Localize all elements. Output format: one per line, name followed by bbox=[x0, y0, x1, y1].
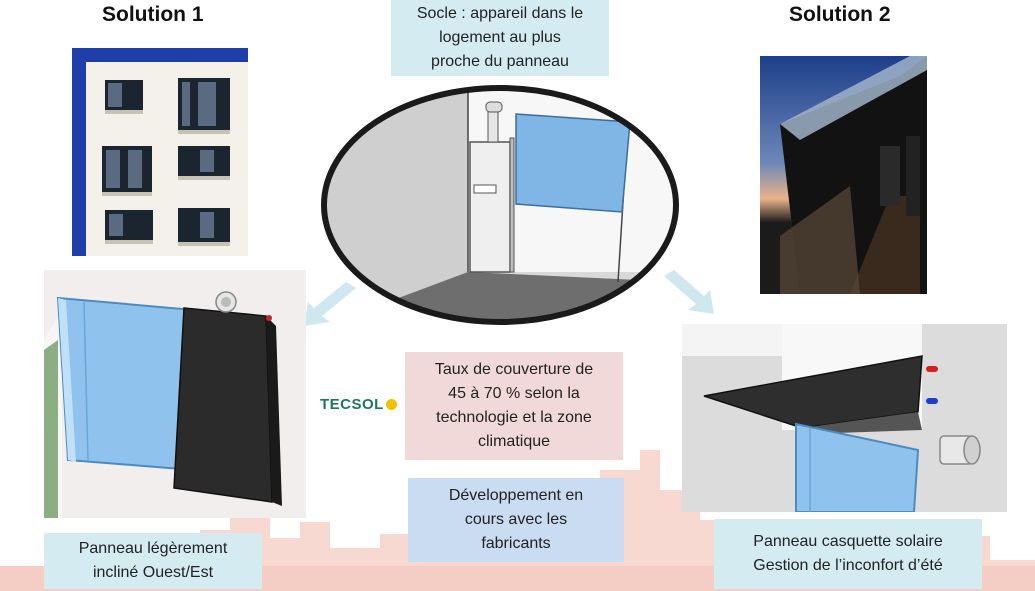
sun-icon bbox=[385, 399, 397, 410]
coverage-label: Taux de couverture de 45 à 70 % selon la… bbox=[405, 352, 623, 460]
coverage-label-line2: 45 à 70 % selon la bbox=[448, 385, 580, 402]
development-label-line3: fabricants bbox=[481, 535, 551, 552]
solution2-caption-line2: Gestion de l’inconfort d’été bbox=[753, 557, 943, 574]
solution2-caption: Panneau casquette solaire Gestion de l’i… bbox=[714, 519, 982, 589]
solution1-caption-line1: Panneau légèrement bbox=[78, 540, 228, 557]
solution2-title: Solution 2 bbox=[789, 3, 891, 26]
socle-oval-illustration bbox=[318, 82, 682, 328]
canopy-photo bbox=[760, 56, 927, 294]
tecsol-logo: TECSOL bbox=[320, 396, 397, 413]
solution1-title: Solution 1 bbox=[102, 3, 204, 26]
coverage-label-line3: technologie et la zone bbox=[436, 409, 592, 426]
socle-label-line1: Socle : appareil dans le bbox=[416, 5, 584, 22]
development-label-line1: Développement en bbox=[448, 487, 584, 504]
arrow-left-icon bbox=[304, 282, 356, 326]
tecsol-logo-text: TECSOL bbox=[320, 396, 384, 413]
building-facade-photo bbox=[72, 48, 248, 256]
development-label-line2: cours avec les bbox=[464, 511, 568, 528]
tilted-panel-rendering bbox=[44, 270, 306, 518]
socle-label-line2: logement au plus bbox=[439, 29, 561, 46]
solar-canopy-rendering bbox=[682, 324, 1007, 512]
development-label: Développement en cours avec les fabrican… bbox=[408, 478, 624, 562]
socle-label-line3: proche du panneau bbox=[431, 53, 569, 70]
arrow-right-icon bbox=[664, 270, 714, 314]
socle-label: Socle : appareil dans le logement au plu… bbox=[391, 0, 609, 76]
coverage-label-line1: Taux de couverture de bbox=[434, 361, 594, 378]
solution1-caption-line2: incliné Ouest/Est bbox=[92, 564, 214, 581]
solution2-caption-line1: Panneau casquette solaire bbox=[753, 533, 943, 550]
coverage-label-line4: climatique bbox=[477, 433, 551, 450]
solution1-caption: Panneau légèrement incliné Ouest/Est bbox=[44, 533, 262, 589]
